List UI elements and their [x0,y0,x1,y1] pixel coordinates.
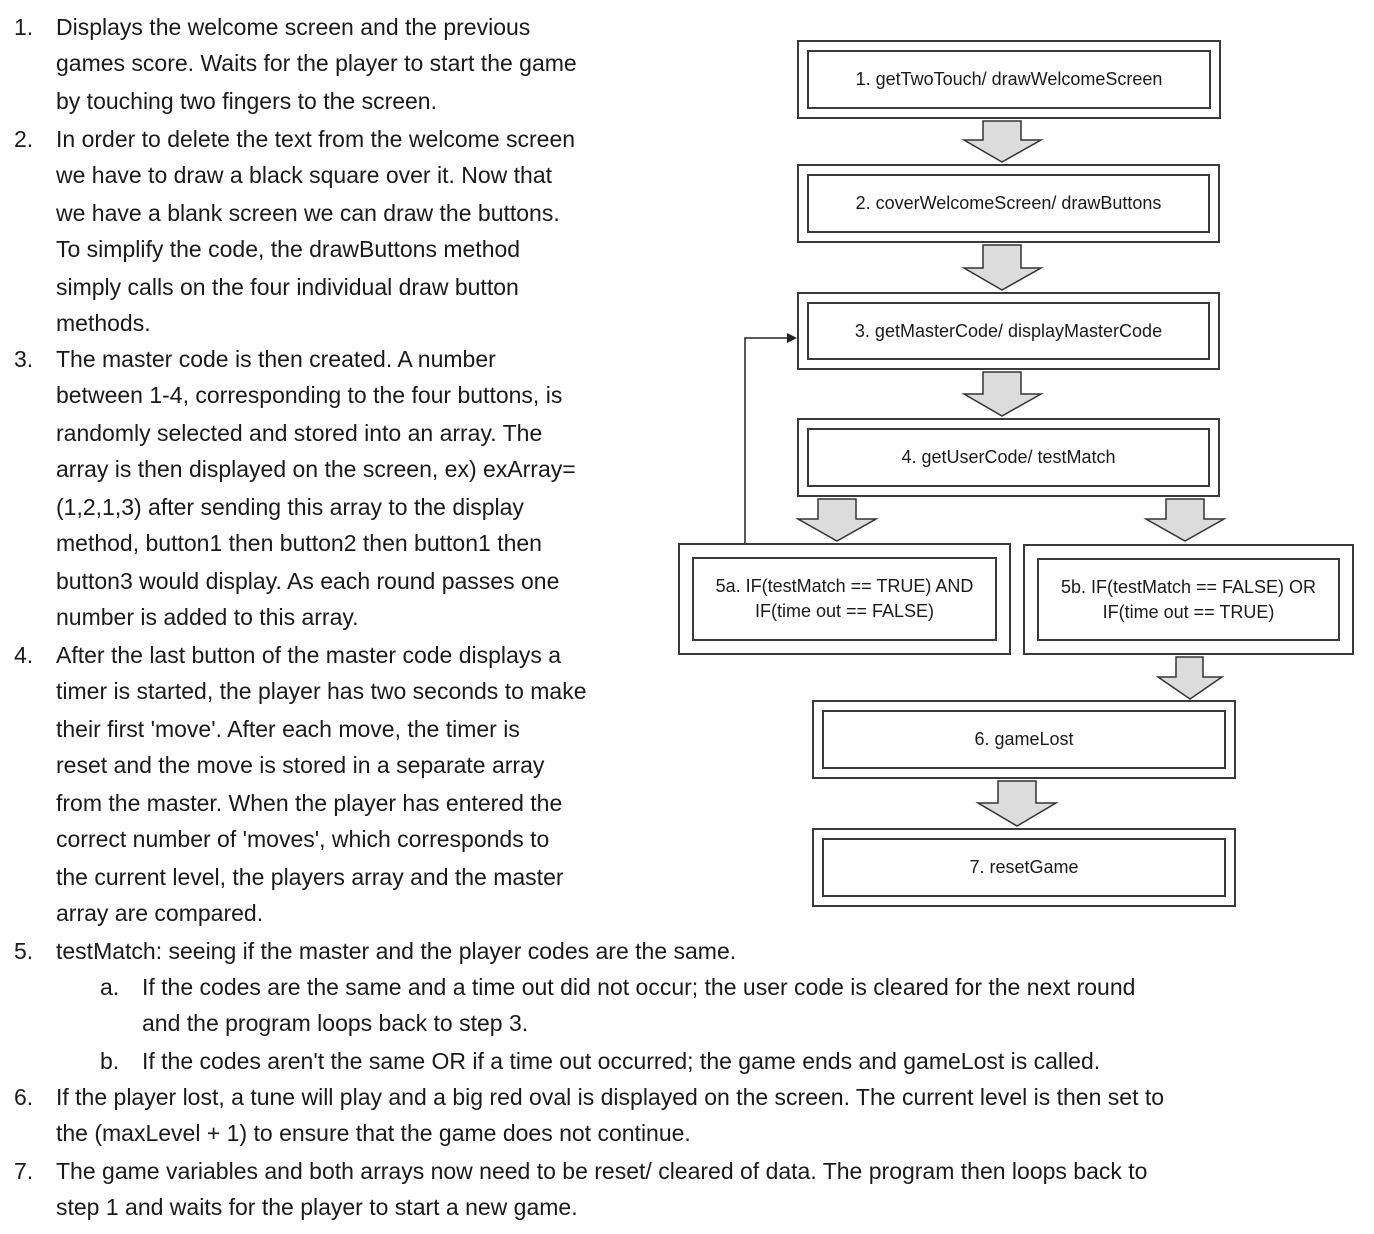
down-arrow-icon [795,498,879,542]
flow-box-5b-line2: IF(time out == TRUE) [1102,601,1275,622]
step-text-line: The game variables and both arrays now n… [56,1158,1148,1184]
step-text-line: randomly selected and stored into an arr… [56,420,543,446]
step-text-line: the current level, the players array and… [56,864,564,890]
step-text-line: After the last button of the master code… [56,642,562,668]
flow-box-7: 7. resetGame [812,828,1236,907]
step-text-line: by touching two fingers to the screen. [56,88,437,114]
step-text-line: step 1 and waits for the player to start… [56,1194,578,1220]
down-arrow-icon [1143,498,1227,542]
down-arrow-icon [975,780,1059,827]
flow-box-5a: 5a. IF(testMatch == TRUE) AND IF(time ou… [678,543,1011,655]
step-text-line: array is then displayed on the screen, e… [56,456,576,482]
substep-text-line: If the codes are the same and a time out… [142,974,1136,1000]
step-text-line: button3 would display. As each round pas… [56,568,560,594]
arrowhead-icon [787,333,797,343]
step-text-line: method, button1 then button2 then button… [56,530,542,556]
flow-box-4-label: 4. getUserCode/ testMatch [807,428,1210,487]
substep-text-line: and the program loops back to step 3. [142,1010,529,1036]
step-text-line: In order to delete the text from the wel… [56,126,576,152]
step-text-line: from the master. When the player has ent… [56,790,563,816]
step-text-line: reset and the move is stored in a separa… [56,752,545,778]
flow-box-6-label: 6. gameLost [822,710,1226,769]
substep-text-line: If the codes aren't the same OR if a tim… [142,1048,1101,1074]
flow-box-1: 1. getTwoTouch/ drawWelcomeScreen [797,40,1221,119]
step-text-line: The master code is then created. A numbe… [56,346,496,372]
down-arrow-icon [961,244,1044,291]
step-text-line: To simplify the code, the drawButtons me… [56,236,521,262]
step-text-line: we have a blank screen we can draw the b… [56,200,560,226]
step-number: 6. [14,1084,34,1110]
flow-box-3: 3. getMasterCode/ displayMasterCode [797,292,1220,370]
step-text-line: array are compared. [56,900,264,926]
step-text-line: simply calls on the four individual draw… [56,274,519,300]
down-arrow-icon [1155,656,1225,700]
step-number: 5. [14,938,34,964]
step-text-line: between 1-4, corresponding to the four b… [56,382,563,408]
step-text-line: correct number of 'moves', which corresp… [56,826,550,852]
substep-label: a. [100,974,120,1000]
step-text-line: testMatch: seeing if the master and the … [56,938,737,964]
step-text-line: Displays the welcome screen and the prev… [56,14,531,40]
substep-label: b. [100,1048,120,1074]
loop-back-connector [744,337,793,543]
flow-box-4: 4. getUserCode/ testMatch [797,418,1220,497]
step-text-line: methods. [56,310,151,336]
flow-box-3-label: 3. getMasterCode/ displayMasterCode [807,302,1210,360]
step-text-line: the (maxLevel + 1) to ensure that the ga… [56,1120,691,1146]
flow-box-5b: 5b. IF(testMatch == FALSE) OR IF(time ou… [1023,544,1354,655]
down-arrow-icon [961,120,1044,163]
step-number: 3. [14,346,34,372]
flow-box-5a-line1: 5a. IF(testMatch == TRUE) AND [715,576,974,596]
down-arrow-icon [961,371,1044,417]
step-text-line: If the player lost, a tune will play and… [56,1084,1165,1110]
flow-box-1-label: 1. getTwoTouch/ drawWelcomeScreen [807,50,1211,109]
step-number: 4. [14,642,34,668]
flow-box-5a-line2: IF(time out == FALSE) [754,601,935,621]
flow-box-5a-body: 5a. IF(testMatch == TRUE) AND IF(time ou… [692,557,997,641]
step-text-line: we have to draw a black square over it. … [56,162,553,188]
flow-box-5b-body: 5b. IF(testMatch == FALSE) OR IF(time ou… [1037,558,1340,641]
flow-box-7-label: 7. resetGame [822,838,1226,897]
step-number: 7. [14,1158,34,1184]
step-number: 2. [14,126,34,152]
step-text-line: their first 'move'. After each move, the… [56,716,520,742]
step-text-line: number is added to this array. [56,604,359,630]
flow-box-2: 2. coverWelcomeScreen/ drawButtons [797,164,1220,243]
step-text-line: timer is started, the player has two sec… [56,678,587,704]
step-text-line: (1,2,1,3) after sending this array to th… [56,494,524,520]
step-number: 1. [14,14,34,40]
flow-box-5b-line1: 5b. IF(testMatch == FALSE) OR [1060,576,1317,597]
step-text-line: games score. Waits for the player to sta… [56,50,577,76]
flow-box-6: 6. gameLost [812,700,1236,779]
flow-box-2-label: 2. coverWelcomeScreen/ drawButtons [807,174,1210,233]
